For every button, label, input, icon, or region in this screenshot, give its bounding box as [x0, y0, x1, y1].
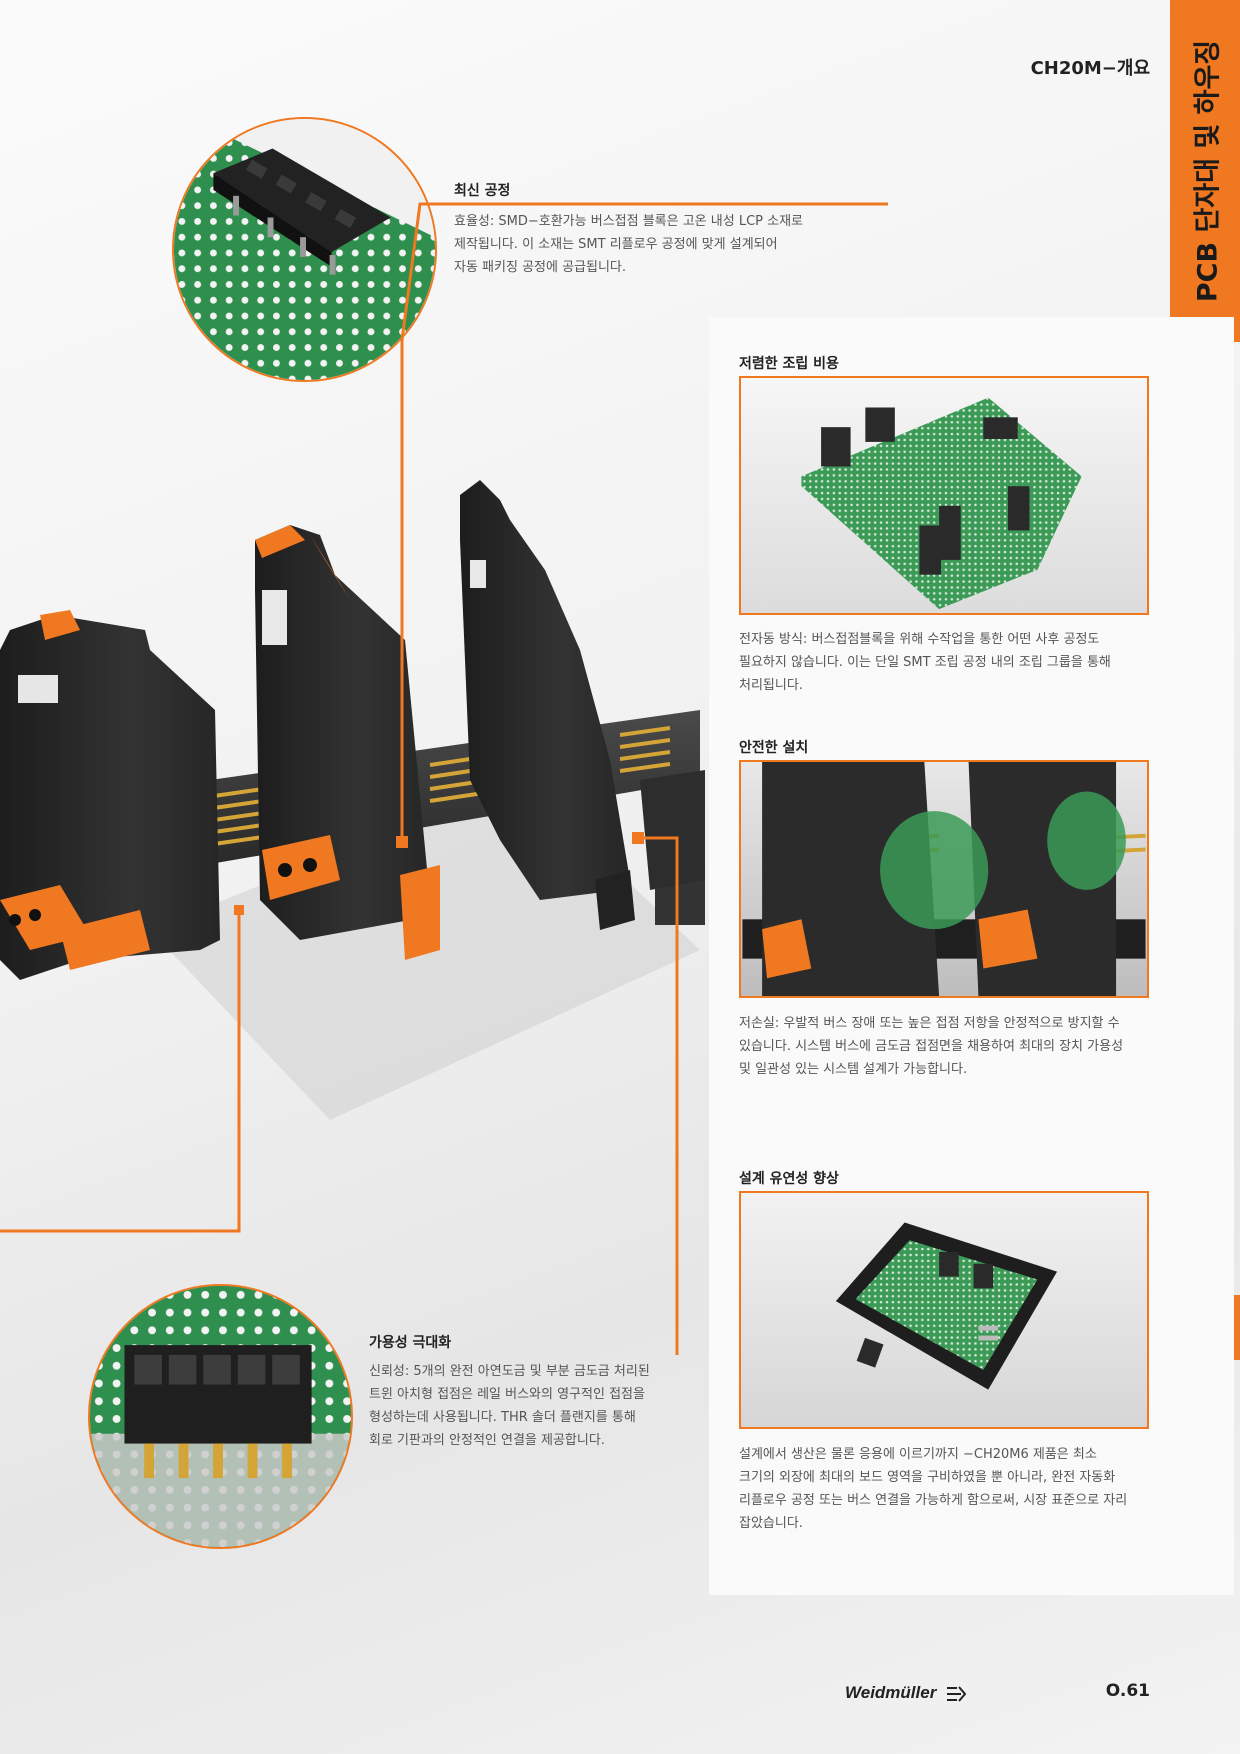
page-number: O.61	[1105, 1681, 1150, 1701]
brand-logo[interactable]: Weidmüller	[845, 1683, 967, 1703]
section-title-low-cost: 저렴한 조립 비용	[739, 356, 839, 372]
body-line: 리플로우 공정 또는 버스 연결을 가능하게 함으로써, 시장 표준으로 자리	[739, 1493, 1128, 1508]
brand-mark-icon	[947, 1685, 967, 1702]
section-body-max-availability: 신뢰성: 5개의 완전 아연도금 및 부분 금도금 처리된 트윈 아치형 접점은…	[369, 1360, 674, 1452]
section-body-design-flex: 설계에서 생산은 물론 응용에 이르기까지 −CH20M6 제품은 최소 크기의…	[739, 1443, 1149, 1535]
pcb-board-photo	[739, 376, 1149, 615]
body-line: 설계에서 생산은 물론 응용에 이르기까지 −CH20M6 제품은 최소	[739, 1447, 1097, 1462]
category-side-tab[interactable]: PCB 단자대 및 하우징	[1170, 0, 1240, 342]
housing-board-photo	[739, 1191, 1149, 1429]
body-line: 신뢰성: 5개의 완전 아연도금 및 부분 금도금 처리된	[369, 1364, 650, 1379]
page-title: CH20M−개요	[1030, 58, 1150, 79]
section-body-safe-install: 저손실: 우발적 버스 장애 또는 높은 접점 저항을 안정적으로 방지할 수 …	[739, 1012, 1149, 1081]
body-line: 트윈 아치형 접점은 레일 버스와의 영구적인 접점을	[369, 1387, 645, 1402]
section-body-low-cost: 전자동 방식: 버스접점블록을 위해 수작업을 통한 어떤 사후 공정도 필요하…	[739, 628, 1149, 697]
section-title-latest-process: 최신 공정	[454, 183, 511, 199]
body-line: 잡았습니다.	[739, 1516, 803, 1531]
section-body-latest-process: 효율성: SMD−호환가능 버스접점 블록은 고온 내성 LCP 소재로 제작됩…	[454, 210, 834, 279]
body-line: 저손실: 우발적 버스 장애 또는 높은 접점 저항을 안정적으로 방지할 수	[739, 1016, 1120, 1031]
body-line: 필요하지 않습니다. 이는 단일 SMT 조립 공정 내의 조립 그룹을 통해	[739, 655, 1111, 670]
body-line: 회로 기판과의 안정적인 연결을 제공합니다.	[369, 1433, 605, 1448]
section-title-design-flex: 설계 유연성 향상	[739, 1171, 839, 1187]
body-line: 있습니다. 시스템 버스에 금도금 접점면을 채용하여 최대의 장치 가용성	[739, 1039, 1124, 1054]
body-line: 형성하는데 사용됩니다. THR 솔더 플랜지를 통해	[369, 1410, 636, 1425]
section-title-safe-install: 안전한 설치	[739, 740, 809, 756]
body-line: 제작됩니다. 이 소재는 SMT 리플로우 공정에 맞게 설계되어	[454, 237, 778, 252]
product-rail-illustration	[0, 480, 705, 1120]
smd-contact-block-detail-circle	[172, 117, 437, 382]
section-title-max-availability: 가용성 극대화	[369, 1335, 452, 1351]
category-side-tab-label: PCB 단자대 및 하우징	[1192, 39, 1224, 303]
body-line: 효율성: SMD−호환가능 버스접점 블록은 고온 내성 LCP 소재로	[454, 214, 803, 229]
callout-leader-lines	[0, 202, 888, 1355]
body-line: 크기의 외장에 최대의 보드 영역을 구비하였을 뿐 아니라, 완전 자동화	[739, 1470, 1116, 1485]
brand-name: Weidmüller	[845, 1683, 937, 1702]
body-line: 전자동 방식: 버스접점블록을 위해 수작업을 통한 어떤 사후 공정도	[739, 632, 1100, 647]
thr-contacts-detail-circle	[88, 1284, 353, 1549]
body-line: 및 일관성 있는 시스템 설계가 가능합니다.	[739, 1062, 968, 1077]
rail-install-photo	[739, 760, 1149, 998]
body-line: 자동 패키징 공정에 공급됩니다.	[454, 260, 627, 275]
body-line: 처리됩니다.	[739, 678, 803, 693]
